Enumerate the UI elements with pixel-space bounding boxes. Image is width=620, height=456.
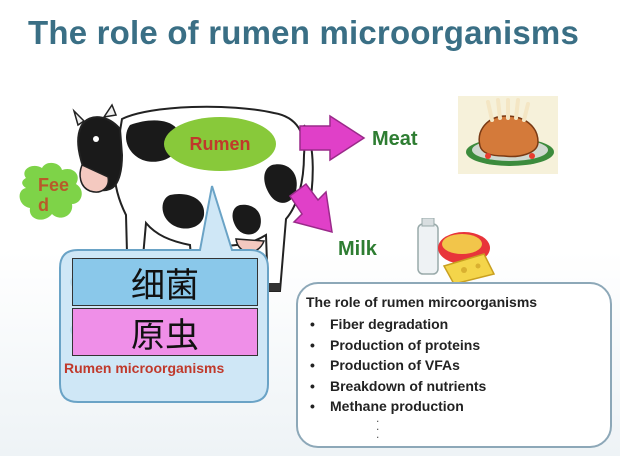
protozoa-box: 原虫	[72, 308, 258, 356]
arrow-down-right-icon	[288, 182, 333, 234]
roles-list: •Fiber degradation •Production of protei…	[310, 316, 486, 419]
roles-callout-box	[296, 282, 612, 448]
list-item: •Breakdown of nutrients	[310, 377, 487, 394]
milk-label: Milk	[338, 238, 377, 260]
list-item: •Fiber degradation	[310, 316, 449, 332]
feed-blob-icon	[19, 162, 82, 220]
bullet: •	[310, 336, 315, 353]
rumen-microorganisms-caption: Rumen microorganisms	[64, 360, 225, 376]
feed-label: Fee d	[38, 175, 70, 215]
milk-cheese-icon	[417, 218, 496, 285]
bullet: •	[310, 398, 315, 414]
page-title: The role of rumen microorganisms	[28, 14, 580, 51]
bullet: •	[310, 377, 315, 394]
ellipsis-dots: . . .	[376, 411, 380, 441]
bacteria-box: 细菌	[72, 258, 258, 306]
list-item: •Production of VFAs	[310, 357, 460, 373]
list-item: •Production of proteins	[310, 336, 481, 353]
roles-title: The role of rumen mircoorganisms	[306, 294, 538, 310]
bullet: •	[310, 357, 315, 373]
meat-roast-icon	[458, 96, 558, 174]
meat-label: Meat	[372, 128, 418, 150]
rumen-oval: Rumen	[164, 117, 276, 171]
bullet: •	[310, 316, 315, 332]
arrow-right-icon	[299, 114, 366, 162]
list-item: •Methane production	[310, 398, 464, 414]
